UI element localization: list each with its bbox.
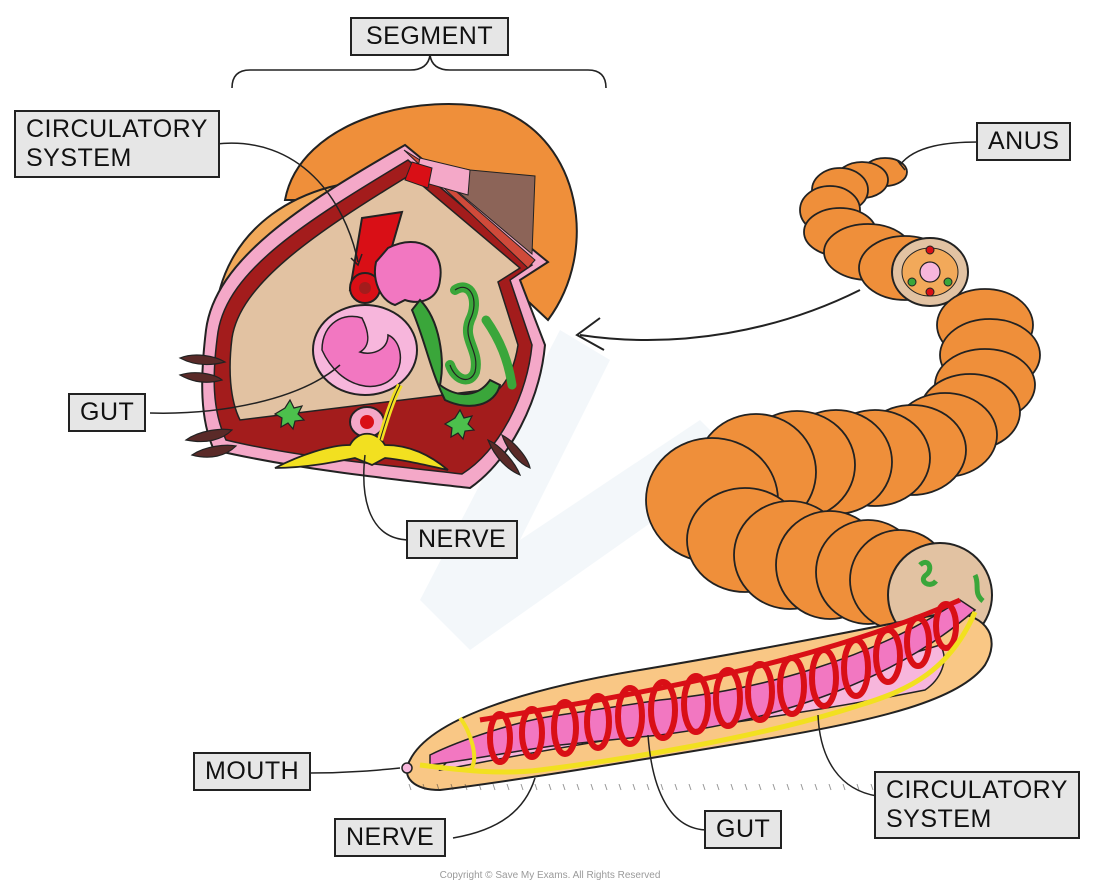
watermark [420, 330, 740, 650]
label-segment: SEGMENT [350, 17, 510, 56]
arrow-to-section [579, 289, 861, 341]
copyright-notice: Copyright © Save My Exams. All Rights Re… [439, 870, 661, 881]
label-nerve-worm: NERVE [334, 818, 447, 857]
label-nerve-section: NERVE [406, 520, 519, 559]
earthworm [401, 157, 1041, 792]
label-mouth: MOUTH [193, 752, 312, 791]
worm-mouth [401, 762, 413, 774]
label-circulatory-system-section: CIRCULATORY SYSTEM [14, 110, 220, 178]
label-anus: ANUS [976, 122, 1072, 161]
worm-nerve-cord [419, 611, 978, 775]
nerve-cord [274, 432, 449, 471]
label-circulatory-system-worm: CIRCULATORY SYSTEM [874, 771, 1080, 839]
label-gut-worm: GUT [704, 810, 783, 849]
label-gut-section: GUT [68, 393, 147, 432]
chaetae [178, 354, 531, 477]
leader-lines [149, 141, 979, 839]
chloragogen-cell [273, 398, 306, 431]
cross-section [178, 103, 578, 490]
segment-brace [231, 54, 607, 89]
gut-tube [374, 241, 442, 307]
nephridium [410, 298, 502, 407]
